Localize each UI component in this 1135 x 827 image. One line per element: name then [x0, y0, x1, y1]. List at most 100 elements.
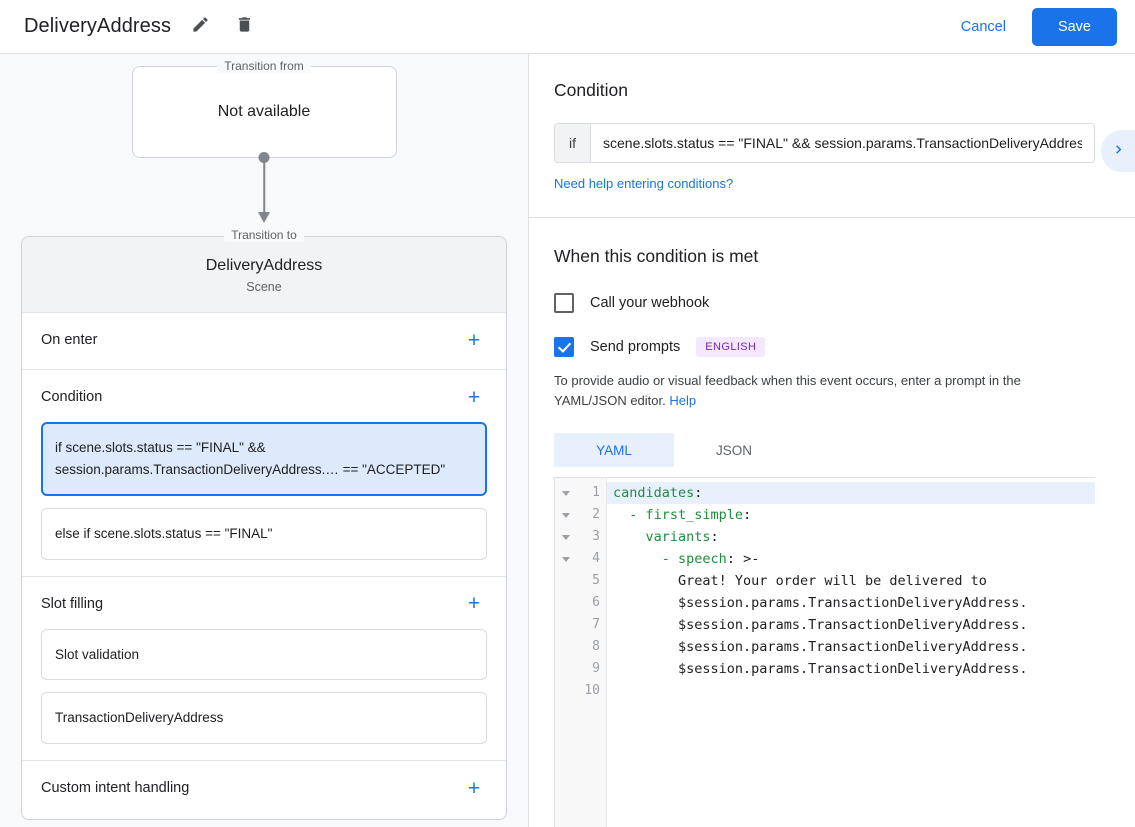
cancel-button[interactable]: Cancel: [947, 10, 1020, 44]
line-number: 7: [592, 617, 600, 633]
section-condition: Condition + if scene.slots.status == "FI…: [22, 370, 506, 577]
section-custom-intent-handling: Custom intent handling +: [22, 761, 506, 819]
code-line: $session.params.TransactionDeliveryAddre…: [678, 595, 1028, 612]
section-header: Slot filling +: [41, 591, 487, 617]
slot-validation-item[interactable]: Slot validation: [41, 628, 487, 681]
editor-format-tabs: YAML JSON: [554, 433, 1095, 468]
main-body: Transition from Not available Transition…: [0, 54, 1135, 827]
when-condition-met-section: When this condition is met Call your web…: [529, 218, 1135, 827]
scene-name: DeliveryAddress: [205, 257, 323, 274]
section-on-enter: On enter +: [22, 313, 506, 370]
line-number: 10: [584, 683, 600, 699]
code-line: $session.params.TransactionDeliveryAddre…: [678, 639, 1028, 656]
section-header: Custom intent handling +: [41, 775, 487, 801]
webhook-checkbox-row[interactable]: Call your webhook: [554, 293, 1095, 313]
page-title: DeliveryAddress: [24, 15, 172, 37]
chevron-right-icon: [1110, 141, 1127, 161]
add-condition-button[interactable]: +: [461, 384, 487, 410]
line-number: 8: [592, 639, 600, 655]
code-line: [607, 680, 1095, 702]
edit-button[interactable]: [185, 12, 215, 42]
tab-yaml[interactable]: YAML: [554, 433, 674, 468]
slot-item-transaction-delivery-address[interactable]: TransactionDeliveryAddress: [41, 692, 487, 745]
prompts-hint-text: To provide audio or visual feedback when…: [554, 373, 1021, 409]
send-prompts-checkbox[interactable]: [554, 337, 574, 357]
line-number: 4: [592, 551, 600, 567]
pencil-icon: [191, 15, 210, 39]
top-app-bar: DeliveryAddress Cancel Save: [0, 0, 1135, 54]
editor-line-numbers: 1 2 3 4 5 6 7 8 9 10: [577, 478, 607, 827]
section-slot-filling: Slot filling + Slot validation Transacti…: [22, 577, 506, 762]
transition-graph: Transition from Not available: [0, 54, 528, 236]
send-prompts-checkbox-row[interactable]: Send prompts ENGLISH: [554, 337, 1095, 357]
line-number: 6: [592, 595, 600, 611]
caret-down-icon: [562, 556, 570, 562]
caret-down-icon: [562, 490, 570, 496]
condition-help-link[interactable]: Need help entering conditions?: [554, 176, 734, 191]
transition-to-legend: Transition to: [224, 228, 304, 242]
editor-fold-gutter: [555, 478, 577, 827]
condition-expression-input[interactable]: [591, 124, 1094, 162]
transition-from-legend: Transition from: [217, 59, 311, 73]
fold-toggle-1[interactable]: [555, 482, 577, 504]
if-prefix-label: if: [555, 124, 591, 162]
code-line: - first_simple:: [629, 507, 752, 524]
fold-toggle-4[interactable]: [555, 548, 577, 570]
section-header: Condition +: [41, 384, 487, 410]
condition-item[interactable]: else if scene.slots.status == "FINAL": [41, 507, 487, 560]
trash-icon: [235, 15, 254, 39]
graph-connector: [132, 152, 397, 236]
call-webhook-checkbox[interactable]: [554, 293, 574, 313]
section-header: On enter +: [41, 327, 487, 353]
line-number: 9: [592, 661, 600, 677]
yaml-code-editor[interactable]: 1 2 3 4 5 6 7 8 9 10 candidates: - first…: [554, 477, 1095, 827]
add-custom-intent-button[interactable]: +: [461, 775, 487, 801]
code-line: candidates:: [607, 482, 1095, 505]
delete-button[interactable]: [229, 12, 259, 42]
prompts-hint: To provide audio or visual feedback when…: [554, 371, 1095, 411]
code-line: $session.params.TransactionDeliveryAddre…: [678, 661, 1028, 678]
fold-toggle-2[interactable]: [555, 504, 577, 526]
condition-input-row: if: [554, 123, 1095, 163]
send-prompts-label: Send prompts: [590, 339, 681, 355]
scene-type: Scene: [246, 280, 282, 294]
collapse-panel-button[interactable]: [1101, 130, 1135, 172]
condition-detail-panel: Condition if Need help entering conditio…: [529, 54, 1135, 827]
editor-code-area[interactable]: candidates: - first_simple: variants: - …: [607, 478, 1095, 827]
connector-arrow-icon: [258, 212, 270, 223]
language-badge: ENGLISH: [696, 337, 766, 357]
call-webhook-label: Call your webhook: [590, 295, 710, 311]
top-bar-actions: Cancel Save: [947, 7, 1117, 46]
transition-to-card: Transition to DeliveryAddress Scene On e…: [21, 228, 507, 821]
connector-dot: [258, 152, 270, 163]
caret-down-icon: [562, 512, 570, 518]
save-button[interactable]: Save: [1031, 7, 1117, 46]
condition-section: Condition if Need help entering conditio…: [529, 54, 1135, 218]
add-on-enter-button[interactable]: +: [461, 327, 487, 353]
scene-graph-panel: Transition from Not available Transition…: [0, 54, 529, 827]
add-slot-button[interactable]: +: [461, 591, 487, 617]
code-line: variants:: [645, 529, 719, 546]
code-line: Great! Your order will be delivered to: [678, 573, 987, 590]
line-number: 2: [592, 507, 600, 523]
scene-card: DeliveryAddress Scene On enter + Conditi…: [21, 236, 507, 821]
prompts-help-link[interactable]: Help: [669, 393, 697, 409]
condition-panel-title: Condition: [554, 80, 628, 100]
transition-from-value: Not available: [217, 103, 311, 120]
transition-from-card: Transition from Not available: [131, 59, 397, 158]
fold-toggle-3[interactable]: [555, 526, 577, 548]
line-number: 5: [592, 573, 600, 589]
connector-line: [263, 158, 265, 218]
scene-card-header[interactable]: DeliveryAddress Scene: [22, 237, 506, 313]
caret-down-icon: [562, 534, 570, 540]
condition-item-selected[interactable]: if scene.slots.status == "FINAL" && sess…: [41, 422, 487, 496]
line-number: 1: [592, 485, 600, 501]
tab-json[interactable]: JSON: [674, 433, 794, 467]
code-line: - speech: >-: [661, 551, 760, 568]
line-number: 3: [592, 529, 600, 545]
when-met-title: When this condition is met: [554, 246, 759, 266]
code-line: $session.params.TransactionDeliveryAddre…: [678, 617, 1028, 634]
section-title-custom-intent: Custom intent handling: [41, 780, 190, 797]
section-title-condition: Condition: [41, 389, 103, 405]
section-title-on-enter: On enter: [41, 332, 98, 348]
